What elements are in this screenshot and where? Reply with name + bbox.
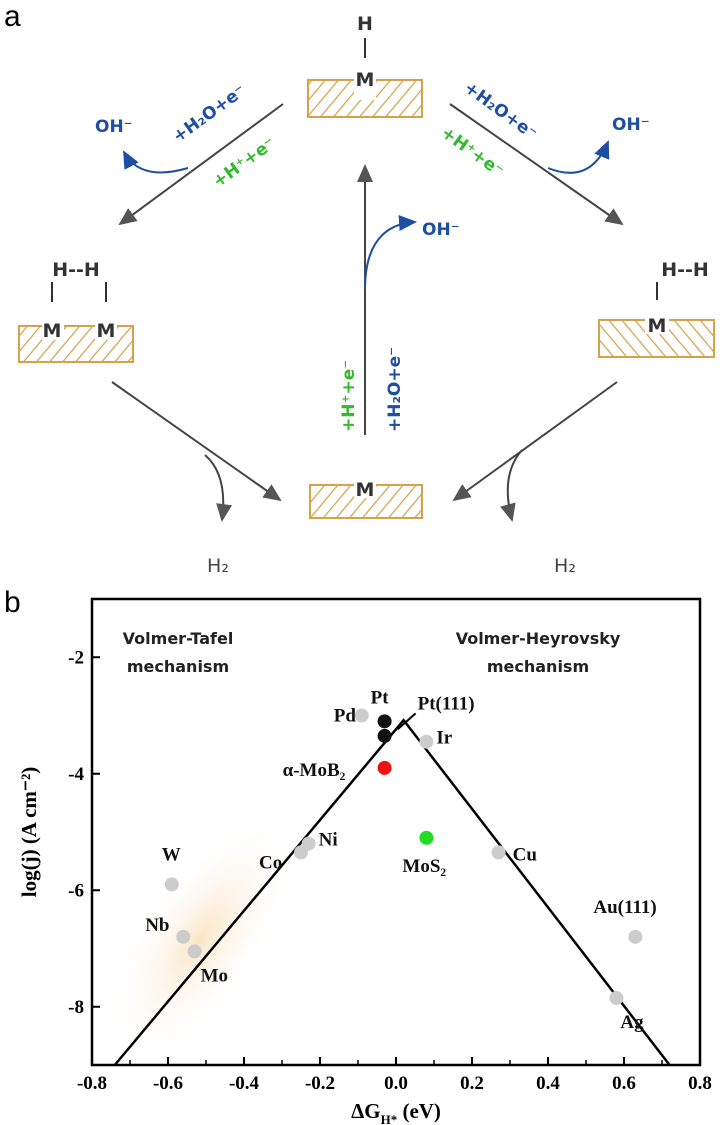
x-tick-label: -0.6 [153,1073,183,1094]
point--mob- [377,760,392,775]
x-tick-label: 0.8 [688,1073,712,1094]
atom-m: M [356,479,375,501]
y-tick-label: -8 [68,997,84,1018]
point-mo [187,944,202,959]
pt111-annotation: Pt(111) [396,693,475,731]
atom-h-h: H--H [52,259,100,281]
atom-m: M [43,320,62,342]
y-tick-label: -6 [68,880,84,901]
point-label-au-111-: Au(111) [593,897,656,918]
point-cu [491,845,506,860]
y-tick-label: -4 [68,764,84,785]
h-e-label: +H⁺+e⁻ [209,133,279,192]
point-ir [419,734,434,749]
volcano-plot: b -0.8 -0.6 -0.4 -0.2 0.0 0.2 0.4 0.6 0.8 -2 -4 -6… [4,586,712,1125]
atom-m: M [356,69,375,91]
bottom-slab: M [309,479,423,519]
point-label-mos-: MoS₂ [402,856,446,877]
x-axis: -0.8 -0.6 -0.4 -0.2 0.0 0.2 0.4 0.6 0.8 [77,1057,712,1094]
point-pt [377,714,392,729]
point-label-w: W [162,844,181,865]
oh-label: OH⁻ [612,115,650,135]
point-label-co: Co [259,852,282,873]
atom-h: H [357,13,373,35]
mechanism-left-line1: Volmer-Tafel [123,629,234,648]
oh-label: OH⁻ [95,117,133,137]
point-w [164,877,179,892]
x-tick-label: 0.6 [612,1073,636,1094]
oh-release-arrows [123,140,610,291]
panel-label-a: a [4,0,21,33]
point-label--mob-: α-MoB₂ [283,760,346,781]
point-unlabeled [377,728,392,743]
x-tick-label: -0.8 [77,1073,107,1094]
point-label-ir: Ir [436,728,452,749]
atom-m: M [648,315,667,337]
y-axis-title: log(j) (A cm⁻²) [17,767,41,898]
h2-product: H₂ [554,555,576,577]
mechanism-left-line2: mechanism [127,657,229,676]
y-tick-label: -2 [68,647,84,668]
point-pd [354,708,369,723]
h2-product: H₂ [207,555,229,577]
x-tick-label: 0.4 [536,1073,560,1094]
h2o-e-label: +H₂O+e⁻ [460,78,541,144]
annotation-arrow [396,712,417,731]
point-nb [176,929,191,944]
background-glow [105,820,295,1060]
top-slab: H M [307,13,423,118]
h-e-label: +H⁺+e⁻ [339,360,359,432]
her-mechanism-diagram: a H M H--H M M H--H M M [4,0,715,577]
point-ag [609,991,624,1006]
panel-label-b: b [4,586,21,619]
point-co [294,845,308,860]
x-tick-label: -0.2 [305,1073,335,1094]
point-label-pt: Pt [371,687,390,708]
point-label-mo: Mo [201,965,228,986]
point-label-cu: Cu [513,844,538,865]
right-slab: H--H M [598,259,715,358]
point-label-pd: Pd [334,706,357,727]
atom-m: M [97,320,116,342]
h2o-e-label: +H₂O+e⁻ [385,347,405,432]
mechanism-right-line1: Volmer-Heyrovsky [456,629,621,648]
x-tick-label: 0.2 [460,1073,484,1094]
mechanism-right-line2: mechanism [487,657,589,676]
point-label-ni: Ni [319,830,338,851]
oh-label: OH⁻ [422,220,460,240]
atom-h-h: H--H [661,259,709,281]
point-label-nb: Nb [145,915,169,936]
mechanism-captions: Volmer-Tafel mechanism Volmer-Heyrovsky … [123,629,621,676]
y-axis: -2 -4 -6 -8 [68,647,100,1018]
annotation-label: Pt(111) [418,693,475,714]
x-tick-label: 0.0 [384,1073,408,1094]
x-tick-label: -0.4 [229,1073,260,1094]
volcano-line [113,718,671,1066]
point-mos- [419,830,434,845]
point-au-111- [628,929,643,944]
h-e-label: +H⁺+e⁻ [437,123,507,182]
reaction-arrows [111,103,624,522]
left-slab: H--H M M [18,259,134,363]
point-label-ag: Ag [620,1012,644,1033]
x-axis-title: ΔGH* (eV) [351,1099,441,1125]
